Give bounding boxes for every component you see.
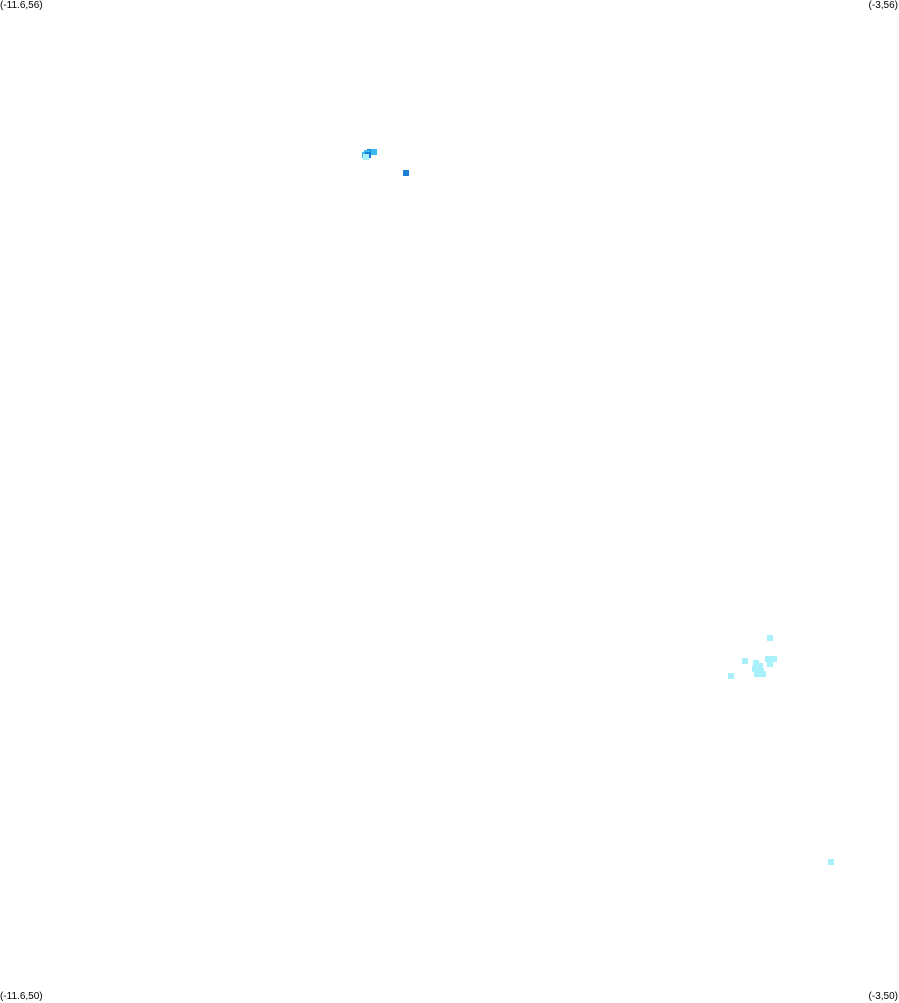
map-point — [753, 660, 759, 666]
map-point — [728, 673, 734, 679]
map-point — [771, 656, 777, 662]
corner-label-top-left: (-11.6,56) — [0, 0, 43, 11]
map-point — [403, 170, 409, 176]
corner-label-bottom-left: (-11.6,50) — [0, 991, 43, 1002]
map-point — [363, 154, 369, 160]
map-point — [754, 671, 760, 677]
map-point — [760, 671, 766, 677]
map-point — [767, 661, 773, 667]
corner-label-top-right: (-3,56) — [868, 0, 898, 11]
map-point — [757, 663, 763, 669]
map-point — [767, 635, 773, 641]
map-point — [742, 658, 748, 664]
map-point — [371, 149, 377, 155]
map-point — [828, 859, 834, 865]
map-point — [765, 656, 771, 662]
corner-label-bottom-right: (-3,50) — [868, 991, 898, 1002]
map-point — [752, 666, 758, 672]
